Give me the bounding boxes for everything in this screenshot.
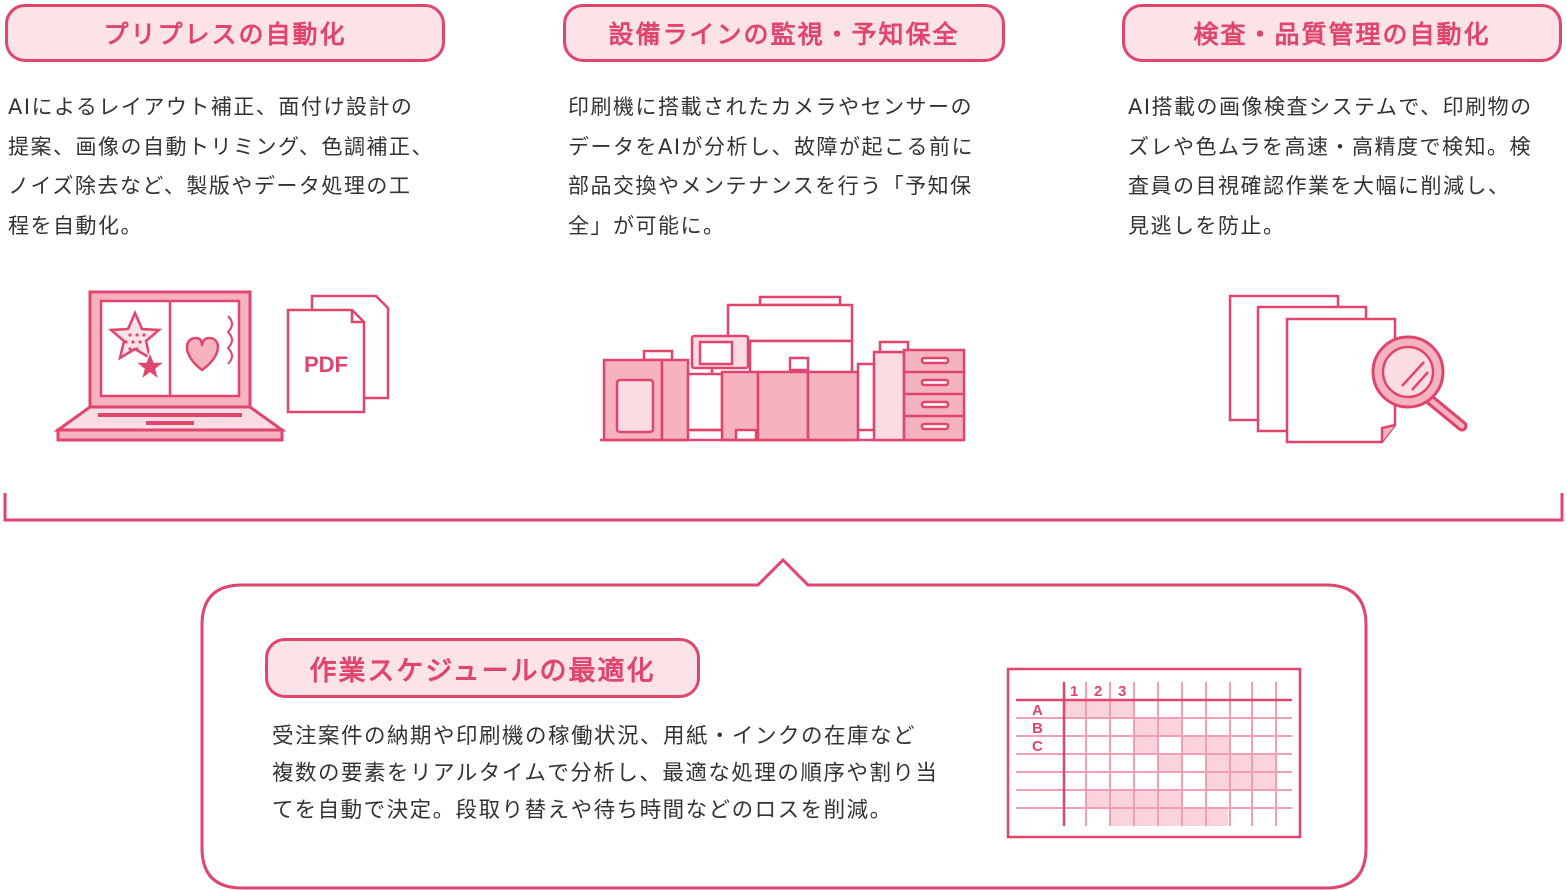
desc-line: 全」が可能に。 — [568, 213, 726, 238]
bottom-section-title: 作業スケジュールの最適化 — [265, 638, 700, 698]
desc-line: 見逃しを防止。 — [1128, 213, 1286, 238]
pdf-label: PDF — [304, 352, 348, 377]
section-desc-prepress: AIによるレイアウト補正、面付け設計の 提案、画像の自動トリミング、色調補正、 … — [8, 88, 434, 246]
grid-col-label: 1 — [1070, 683, 1078, 700]
section-title-inspection: 検査・品質管理の自動化 — [1122, 4, 1562, 62]
grid-col-label: 3 — [1118, 683, 1126, 700]
section-desc-monitoring: 印刷機に搭載されたカメラやセンサーの データをAIが分析し、故障が起こる前に 部… — [568, 88, 974, 246]
grid-col-label: 2 — [1094, 683, 1102, 700]
desc-line: 部品交換やメンテナンスを行う「予知保 — [568, 174, 973, 198]
desc-line: 提案、画像の自動トリミング、色調補正、 — [8, 134, 435, 159]
desc-line: 受注案件の納期や印刷機の稼働状況、用紙・インクの在庫など — [272, 724, 917, 749]
desc-line: AI搭載の画像検査システムで、印刷物の — [1128, 95, 1533, 119]
desc-line: 程を自動化。 — [8, 213, 143, 238]
grid-row-label: A — [1032, 702, 1043, 719]
bottom-section-desc: 受注案件の納期や印刷機の稼働状況、用紙・インクの在庫など 複数の要素をリアルタイ… — [272, 718, 938, 829]
desc-line: てを自動で決定。段取り替えや待ち時間などのロスを削減。 — [272, 798, 893, 823]
desc-line: ノイズ除去など、製版やデータ処理の工 — [8, 174, 412, 198]
desc-line: 複数の要素をリアルタイムで分析し、最適な処理の順序や割り当 — [272, 761, 939, 786]
desc-line: ズレや色ムラを高速・高精度で検知。検 — [1128, 134, 1532, 159]
desc-line: AIによるレイアウト補正、面付け設計の — [8, 95, 414, 119]
desc-line: 印刷機に搭載されたカメラやセンサーの — [568, 95, 973, 119]
section-title-monitoring: 設備ラインの監視・予知保全 — [563, 4, 1005, 62]
section-desc-inspection: AI搭載の画像検査システムで、印刷物の ズレや色ムラを高速・高精度で検知。検 査… — [1128, 88, 1533, 246]
grid-row-label: C — [1032, 738, 1043, 755]
desc-line: 査員の目視確認作業を大幅に削減し、 — [1128, 174, 1511, 198]
grid-row-label: B — [1032, 720, 1043, 737]
desc-line: データをAIが分析し、故障が起こる前に — [568, 134, 975, 159]
section-title-prepress: プリプレスの自動化 — [5, 4, 445, 62]
